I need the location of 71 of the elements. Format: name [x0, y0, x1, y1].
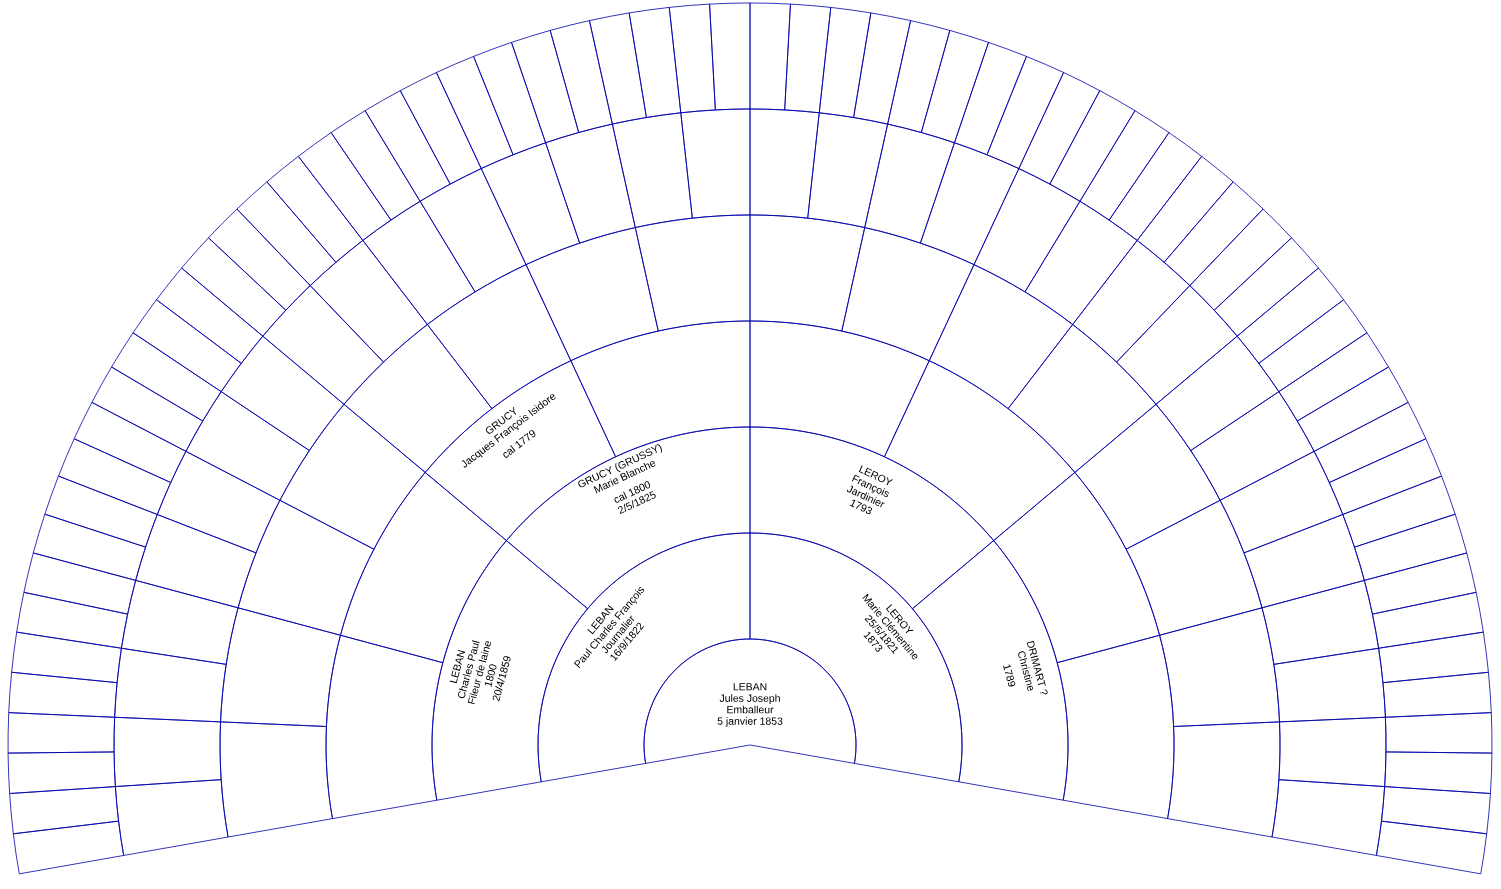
ancestor-cell [111, 332, 222, 422]
ancestor-cell [1382, 671, 1492, 718]
ancestor-cell [9, 786, 119, 835]
ancestor-cell [32, 513, 146, 581]
ancestor-cell [436, 56, 514, 169]
ancestor-cell [920, 30, 989, 144]
ancestor-cell [399, 72, 482, 185]
ancestor-cell [11, 631, 122, 684]
ancestor-cell [549, 20, 613, 133]
ancestor-cell [1378, 631, 1489, 684]
ancestor-cell [709, 2, 751, 111]
ancestor-cell [1384, 751, 1493, 794]
ancestor-cell [1159, 607, 1280, 727]
ancestor-cell [1328, 438, 1442, 515]
ancestor-cell [1018, 72, 1101, 185]
ancestor-cell [1049, 90, 1136, 202]
ancestor-cell [1354, 513, 1468, 581]
ancestor-cell: LEBAN Jules Joseph Emballeur 5 janvier 1853 [643, 638, 857, 764]
ancestor-cell [1056, 634, 1175, 819]
ancestor-cell [1236, 267, 1344, 364]
ancestor-cell [473, 42, 546, 156]
ancestor-cell [73, 402, 187, 483]
ancestor-cell [864, 123, 955, 244]
ancestor-cell [23, 552, 137, 615]
ancestor-cell [1163, 181, 1264, 286]
ancestor-cell [668, 3, 716, 114]
ancestor-cell [1376, 820, 1488, 875]
ancestor-cell [297, 132, 392, 241]
ancestor-cell [1258, 299, 1368, 393]
ancestor-cell [1213, 237, 1319, 337]
ancestor-cell [1363, 552, 1477, 615]
ancestor-cell [1189, 208, 1292, 311]
ancestor-cell [7, 712, 116, 754]
ancestor-cell [818, 7, 872, 118]
ancestor-cell [208, 208, 311, 311]
ancestor-cell [58, 438, 172, 515]
ancestor-cell [1278, 332, 1389, 422]
ancestor-cell [1296, 366, 1409, 452]
ancestor-cell [1271, 779, 1386, 856]
ancestor-cell [132, 299, 242, 393]
ancestor-cell [16, 591, 129, 649]
ancestor-cell [1079, 110, 1170, 221]
ancestor-cell [1342, 475, 1456, 548]
ancestor-cell [8, 671, 118, 718]
ancestor-cell [330, 110, 421, 221]
ancestor-cell [364, 90, 451, 202]
ancestor-cell [986, 56, 1064, 169]
ancestor-cell [1313, 402, 1427, 483]
ancestor-cell [1278, 716, 1387, 787]
ancestor-cell [1381, 786, 1491, 835]
ancestor-cell [91, 366, 204, 452]
ancestor-cell [853, 12, 911, 125]
ancestor-cell [749, 2, 791, 111]
ancestor-cell [181, 237, 287, 337]
ancestor-cell [1167, 721, 1281, 838]
ancestor-cell [1385, 712, 1493, 754]
ancestor-cell [1136, 155, 1234, 263]
ancestor-cell [887, 20, 951, 133]
ancestor-cell [7, 751, 116, 794]
ancestor-cell [236, 181, 337, 286]
ancestor-cell [511, 30, 580, 144]
ancestor-cell [266, 155, 364, 263]
ancestor-cell [12, 820, 125, 875]
ancestor-cell [628, 7, 682, 118]
ancestor-cell [44, 475, 158, 548]
ancestor-cell [589, 12, 647, 125]
ancestor-cell [954, 42, 1027, 156]
ancestor-cell [784, 3, 832, 114]
ancestor-cell [1372, 591, 1484, 649]
ancestor-cell [1108, 132, 1203, 241]
ancestor-cell [156, 267, 264, 364]
